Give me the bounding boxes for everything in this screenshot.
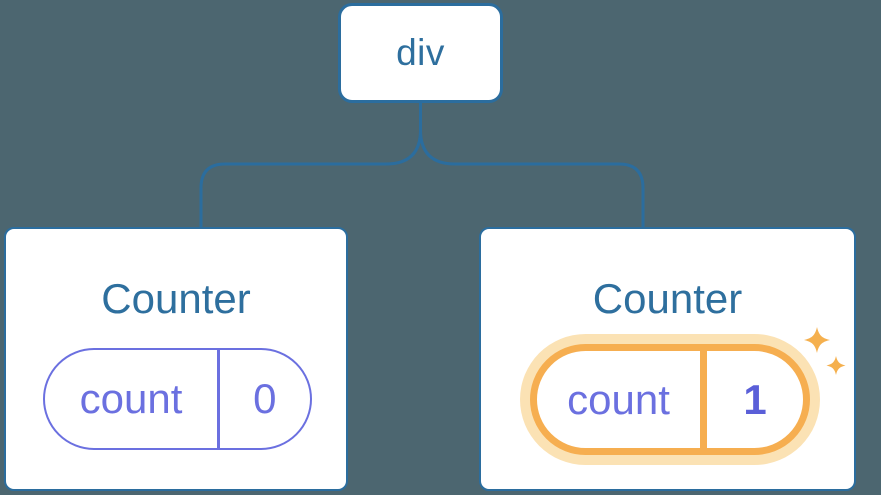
state-pill: count 0	[43, 348, 312, 450]
state-value-segment: 0	[220, 350, 311, 448]
root-node-div: div	[338, 3, 503, 103]
state-label: count	[79, 375, 183, 422]
card-title: Counter	[592, 275, 743, 322]
connector-left-branch	[199, 101, 422, 227]
pill-divider	[700, 351, 707, 448]
counter-card-left: Counter count 0	[4, 227, 348, 491]
connector-right-branch	[419, 101, 645, 227]
state-value: 0	[253, 375, 277, 422]
pill-divider	[217, 350, 220, 448]
state-label: count	[567, 375, 670, 423]
root-node-label: div	[396, 32, 445, 73]
sparkles-icon	[804, 327, 846, 375]
counter-card-right: Counter count 1	[479, 227, 856, 491]
card-title: Counter	[101, 275, 251, 322]
state-label-segment: count	[45, 350, 217, 448]
state-pill-highlighted: count 1	[530, 344, 810, 455]
state-value-segment: 1	[707, 351, 803, 448]
state-label-segment: count	[537, 351, 700, 448]
state-value: 1	[743, 375, 767, 423]
